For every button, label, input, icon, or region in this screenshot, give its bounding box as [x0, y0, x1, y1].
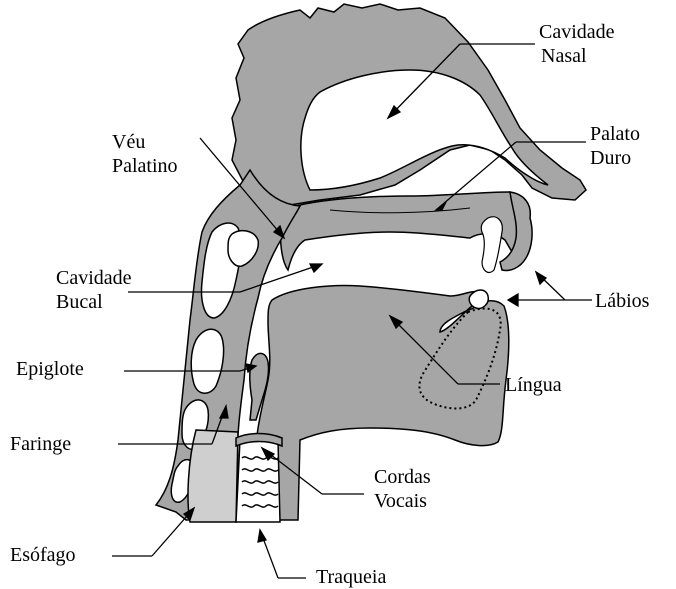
label-cavidade-nasal-line2: Nasal: [539, 44, 615, 68]
label-cavidade-bucal-line1: Cavidade: [56, 266, 132, 290]
trachea-region: [236, 434, 282, 523]
label-cavidade-bucal-line2: Bucal: [56, 290, 132, 314]
label-cordas-vocais: Cordas Vocais: [374, 465, 431, 513]
label-cavidade-bucal: Cavidade Bucal: [56, 266, 132, 314]
label-palato-duro: Palato Duro: [590, 122, 640, 170]
label-palato-duro-line1: Palato: [590, 122, 640, 146]
lower-lip-region: [469, 290, 488, 308]
nasal-cavity-region: [232, 4, 586, 210]
label-veu-palatino-line2: Palatino: [112, 154, 178, 178]
label-traqueia: Traqueia: [316, 565, 386, 589]
label-epiglote: Epiglote: [16, 357, 84, 381]
label-veu-palatino: Véu Palatino: [112, 130, 178, 178]
label-faringe: Faringe: [10, 432, 71, 456]
label-cordas-vocais-line1: Cordas: [374, 465, 431, 489]
label-veu-palatino-line1: Véu: [112, 130, 178, 154]
label-lingua: Língua: [505, 373, 562, 397]
label-labios: Lábios: [595, 289, 649, 313]
label-cavidade-nasal-line1: Cavidade: [539, 20, 615, 44]
label-esofago: Esófago: [10, 543, 76, 567]
label-palato-duro-line2: Duro: [590, 146, 640, 170]
palate-region: [280, 192, 526, 272]
label-cordas-vocais-line2: Vocais: [374, 489, 431, 513]
label-cavidade-nasal: Cavidade Nasal: [539, 20, 615, 68]
